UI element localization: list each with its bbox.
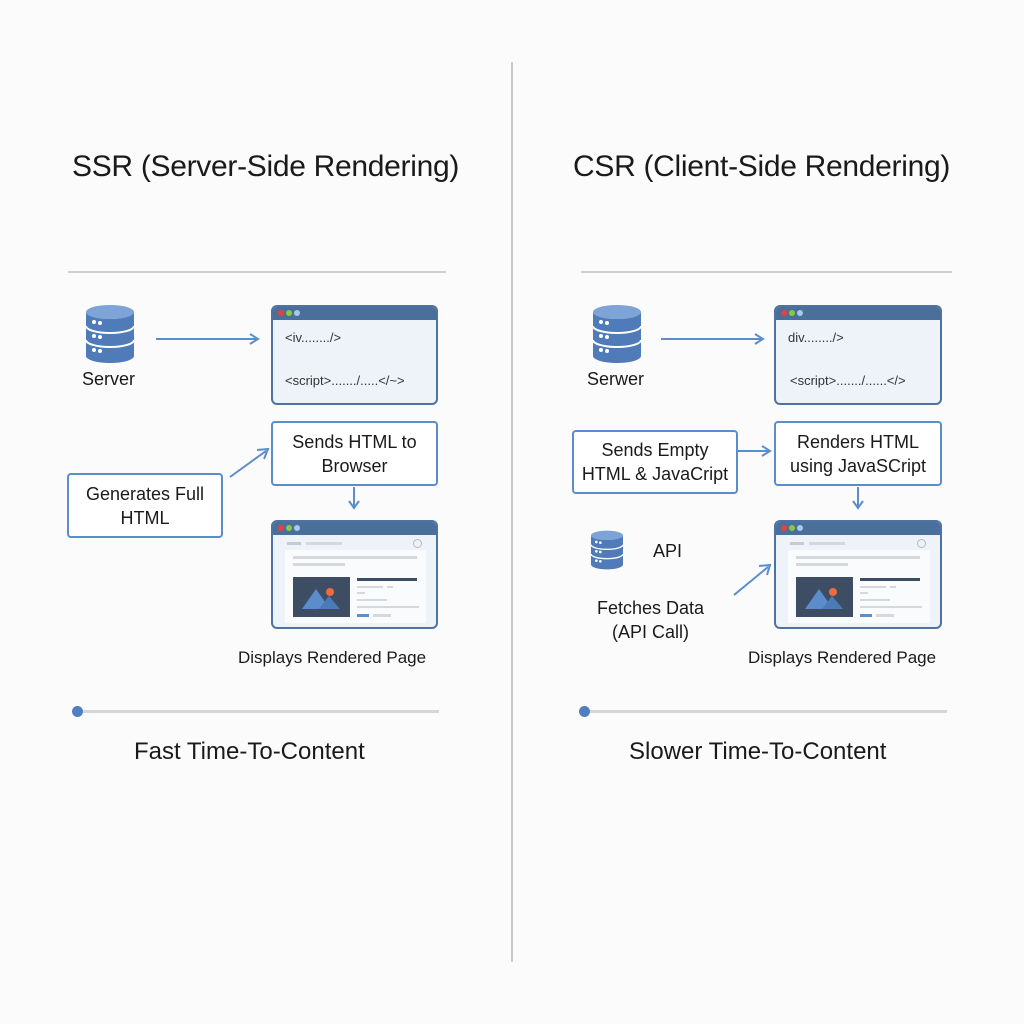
arrow-up-right-icon <box>228 446 272 480</box>
ssr-timeline-marker <box>72 706 83 717</box>
text-line <box>293 556 417 559</box>
text-line <box>357 606 419 608</box>
close-dot-icon <box>278 525 284 531</box>
csr-step-renders-html: Renders HTML using JavaSCript <box>774 421 942 486</box>
ssr-rendered-page-window <box>271 520 438 629</box>
ssr-title: SSR (Server-Side Rendering) <box>72 150 460 183</box>
maximize-dot-icon <box>797 525 803 531</box>
csr-step-sends-empty-text: Sends Empty HTML & JavaCript <box>581 440 729 484</box>
text-line <box>860 599 890 601</box>
page-nav-bar <box>306 542 342 545</box>
page-nav-bar <box>790 542 804 545</box>
maximize-dot-icon <box>294 310 300 316</box>
api-label: API <box>653 541 683 561</box>
page-nav-bar <box>287 542 301 545</box>
close-dot-icon <box>781 525 787 531</box>
image-placeholder-icon <box>293 577 350 617</box>
minimize-dot-icon <box>286 310 292 316</box>
page-content <box>285 550 426 623</box>
window-titlebar <box>776 307 940 320</box>
csr-timeline-marker <box>579 706 590 717</box>
code-line-script: <script>......./......</> <box>790 373 906 388</box>
text-line <box>860 578 920 581</box>
text-line <box>796 556 920 559</box>
close-dot-icon <box>278 310 284 316</box>
page-button <box>860 614 872 617</box>
text-line <box>860 586 886 588</box>
csr-title: CSR (Client-Side Rendering) <box>573 150 951 183</box>
page-button <box>357 614 369 617</box>
fetch-data-label: Fetches Data (API Call) <box>597 596 704 644</box>
arrow-right-icon <box>156 332 262 346</box>
ssr-step-generates-html-text: Generates Full HTML <box>85 483 205 528</box>
window-titlebar <box>776 522 940 535</box>
minimize-dot-icon <box>789 525 795 531</box>
text-line <box>890 586 896 588</box>
arrow-right-icon <box>738 444 772 458</box>
code-line-div: div......../> <box>788 330 844 345</box>
window-titlebar <box>273 522 436 535</box>
page-search-icon <box>917 539 926 548</box>
text-line <box>357 586 383 588</box>
code-line-script: <script>......./.....</~> <box>285 373 405 388</box>
csr-step-renders-html-text: Renders HTML using JavaSCript <box>789 431 927 476</box>
arrow-right-icon <box>661 332 767 346</box>
ssr-time-to-content: Fast Time-To-Content <box>134 738 365 765</box>
ssr-step-sends-html: Sends HTML to Browser <box>271 421 438 486</box>
page-content <box>788 550 930 623</box>
csr-server-label: Serwer <box>587 369 645 389</box>
page-search-icon <box>413 539 422 548</box>
api-database-icon <box>589 530 625 570</box>
csr-rendered-caption: Displays Rendered Page <box>748 648 937 667</box>
text-line <box>293 563 345 566</box>
page-link <box>876 614 894 617</box>
text-line <box>860 592 868 594</box>
maximize-dot-icon <box>294 525 300 531</box>
text-line <box>357 599 387 601</box>
csr-title-rule <box>581 271 952 273</box>
minimize-dot-icon <box>286 525 292 531</box>
window-titlebar <box>273 307 436 320</box>
ssr-rendered-caption: Displays Rendered Page <box>238 648 427 667</box>
arrow-down-icon <box>347 487 361 511</box>
text-line <box>357 592 365 594</box>
arrow-up-right-icon <box>732 562 774 598</box>
arrow-down-icon <box>851 487 865 511</box>
csr-code-window: div......../> <script>......./......</> <box>774 305 942 405</box>
csr-step-sends-empty: Sends Empty HTML & JavaCript <box>572 430 738 494</box>
text-line <box>357 578 417 581</box>
ssr-timeline-track <box>77 710 439 713</box>
maximize-dot-icon <box>797 310 803 316</box>
ssr-server-label: Server <box>82 369 136 389</box>
ssr-code-window: <iv......../> <script>......./.....</~> <box>271 305 438 405</box>
csr-rendered-page-window <box>774 520 942 629</box>
ssr-title-rule <box>68 271 446 273</box>
fetch-data-label-line2: (API Call) <box>612 622 690 642</box>
csr-time-to-content: Slower Time-To-Content <box>629 738 887 765</box>
fetch-data-label-line1: Fetches Data <box>597 598 705 618</box>
server-database-icon <box>84 304 136 364</box>
text-line <box>387 586 393 588</box>
text-line <box>796 563 848 566</box>
column-divider <box>511 62 513 962</box>
page-link <box>373 614 391 617</box>
image-placeholder-icon <box>796 577 853 617</box>
ssr-step-sends-html-text: Sends HTML to Browser <box>292 431 417 476</box>
text-line <box>860 606 922 608</box>
close-dot-icon <box>781 310 787 316</box>
ssr-step-generates-html: Generates Full HTML <box>67 473 223 538</box>
code-line-div: <iv......../> <box>285 330 342 345</box>
csr-timeline-track <box>585 710 947 713</box>
minimize-dot-icon <box>789 310 795 316</box>
server-database-icon <box>591 304 643 364</box>
page-nav-bar <box>809 542 845 545</box>
